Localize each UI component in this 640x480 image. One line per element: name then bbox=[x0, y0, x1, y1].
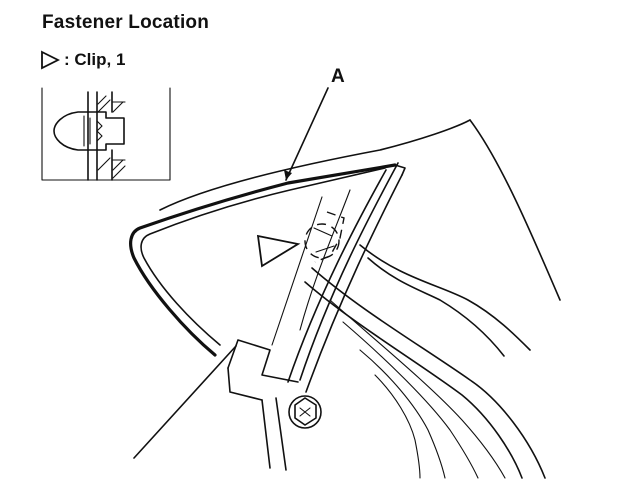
clip-location-marker bbox=[256, 211, 345, 268]
fastener-legend: : Clip, 1 bbox=[40, 50, 125, 70]
callout-label-a: A bbox=[331, 66, 345, 87]
legend-text: : Clip, 1 bbox=[64, 50, 126, 69]
clip-detail-inset bbox=[41, 87, 171, 181]
quarter-window-frame bbox=[129, 119, 561, 383]
lower-bracket bbox=[227, 339, 322, 471]
triangle-outline-icon bbox=[41, 50, 60, 70]
body-contours bbox=[304, 244, 546, 479]
trim-panel-a bbox=[271, 164, 406, 393]
leader-line-a bbox=[285, 87, 329, 181]
leader-line-lower bbox=[133, 345, 237, 459]
diagram-title: Fastener Location bbox=[42, 12, 210, 33]
